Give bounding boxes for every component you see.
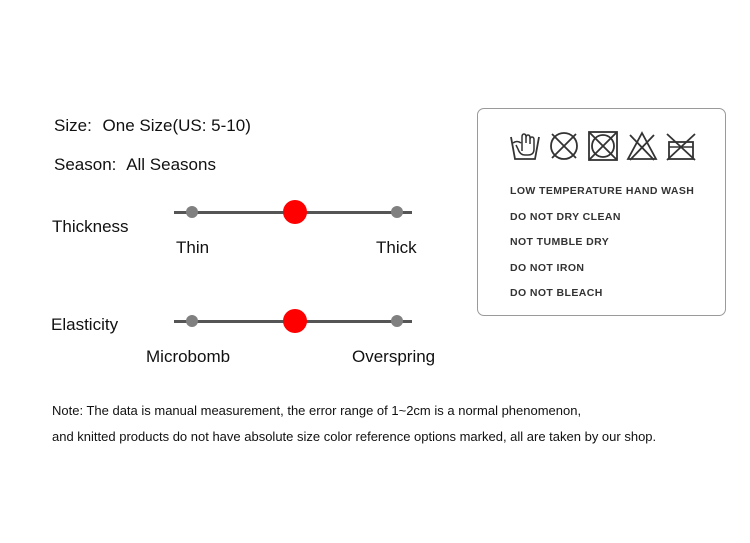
elasticity-left-label: Microbomb	[146, 347, 231, 366]
elasticity-dot-left	[186, 315, 198, 327]
size-spec: Size: One Size(US: 5-10)	[54, 116, 251, 136]
do-not-iron-icon	[626, 131, 658, 161]
hand-wash-icon	[510, 133, 540, 160]
do-not-tumble-dry-icon	[588, 131, 618, 161]
thickness-dot-left	[186, 206, 198, 218]
thickness-label: Thickness	[52, 217, 129, 236]
do-not-dry-clean-icon	[550, 132, 578, 160]
elasticity-right-label: Overspring	[352, 347, 436, 366]
thickness-right-label: Thick	[376, 238, 417, 257]
note-line-2: and knitted products do not have absolut…	[52, 429, 657, 444]
thickness-dot-right	[391, 206, 403, 218]
size-value: One Size(US: 5-10)	[102, 116, 251, 135]
care-instruction-hand-wash: LOW TEMPERATURE HAND WASH	[510, 185, 695, 197]
care-instruction-bleach: DO NOT BLEACH	[510, 287, 603, 299]
season-label: Season:	[54, 155, 117, 174]
thickness-dot-active	[282, 200, 307, 224]
season-spec: Season: All Seasons	[54, 155, 216, 175]
care-icons-row	[508, 129, 698, 163]
thickness-left-label: Thin	[176, 238, 210, 257]
care-instructions-box: LOW TEMPERATURE HAND WASH DO NOT DRY CLE…	[477, 108, 726, 316]
do-not-bleach-icon	[666, 133, 696, 161]
note-line-1: Note: The data is manual measurement, th…	[52, 403, 582, 418]
elasticity-dot-active	[282, 309, 307, 333]
elasticity-dot-right	[391, 315, 403, 327]
season-value: All Seasons	[126, 155, 216, 174]
care-instruction-tumble-dry: NOT TUMBLE DRY	[510, 236, 610, 248]
elasticity-label: Elasticity	[51, 315, 119, 334]
care-instruction-iron: DO NOT IRON	[510, 262, 585, 274]
care-instruction-dry-clean: DO NOT DRY CLEAN	[510, 211, 621, 223]
size-label: Size:	[54, 116, 92, 135]
